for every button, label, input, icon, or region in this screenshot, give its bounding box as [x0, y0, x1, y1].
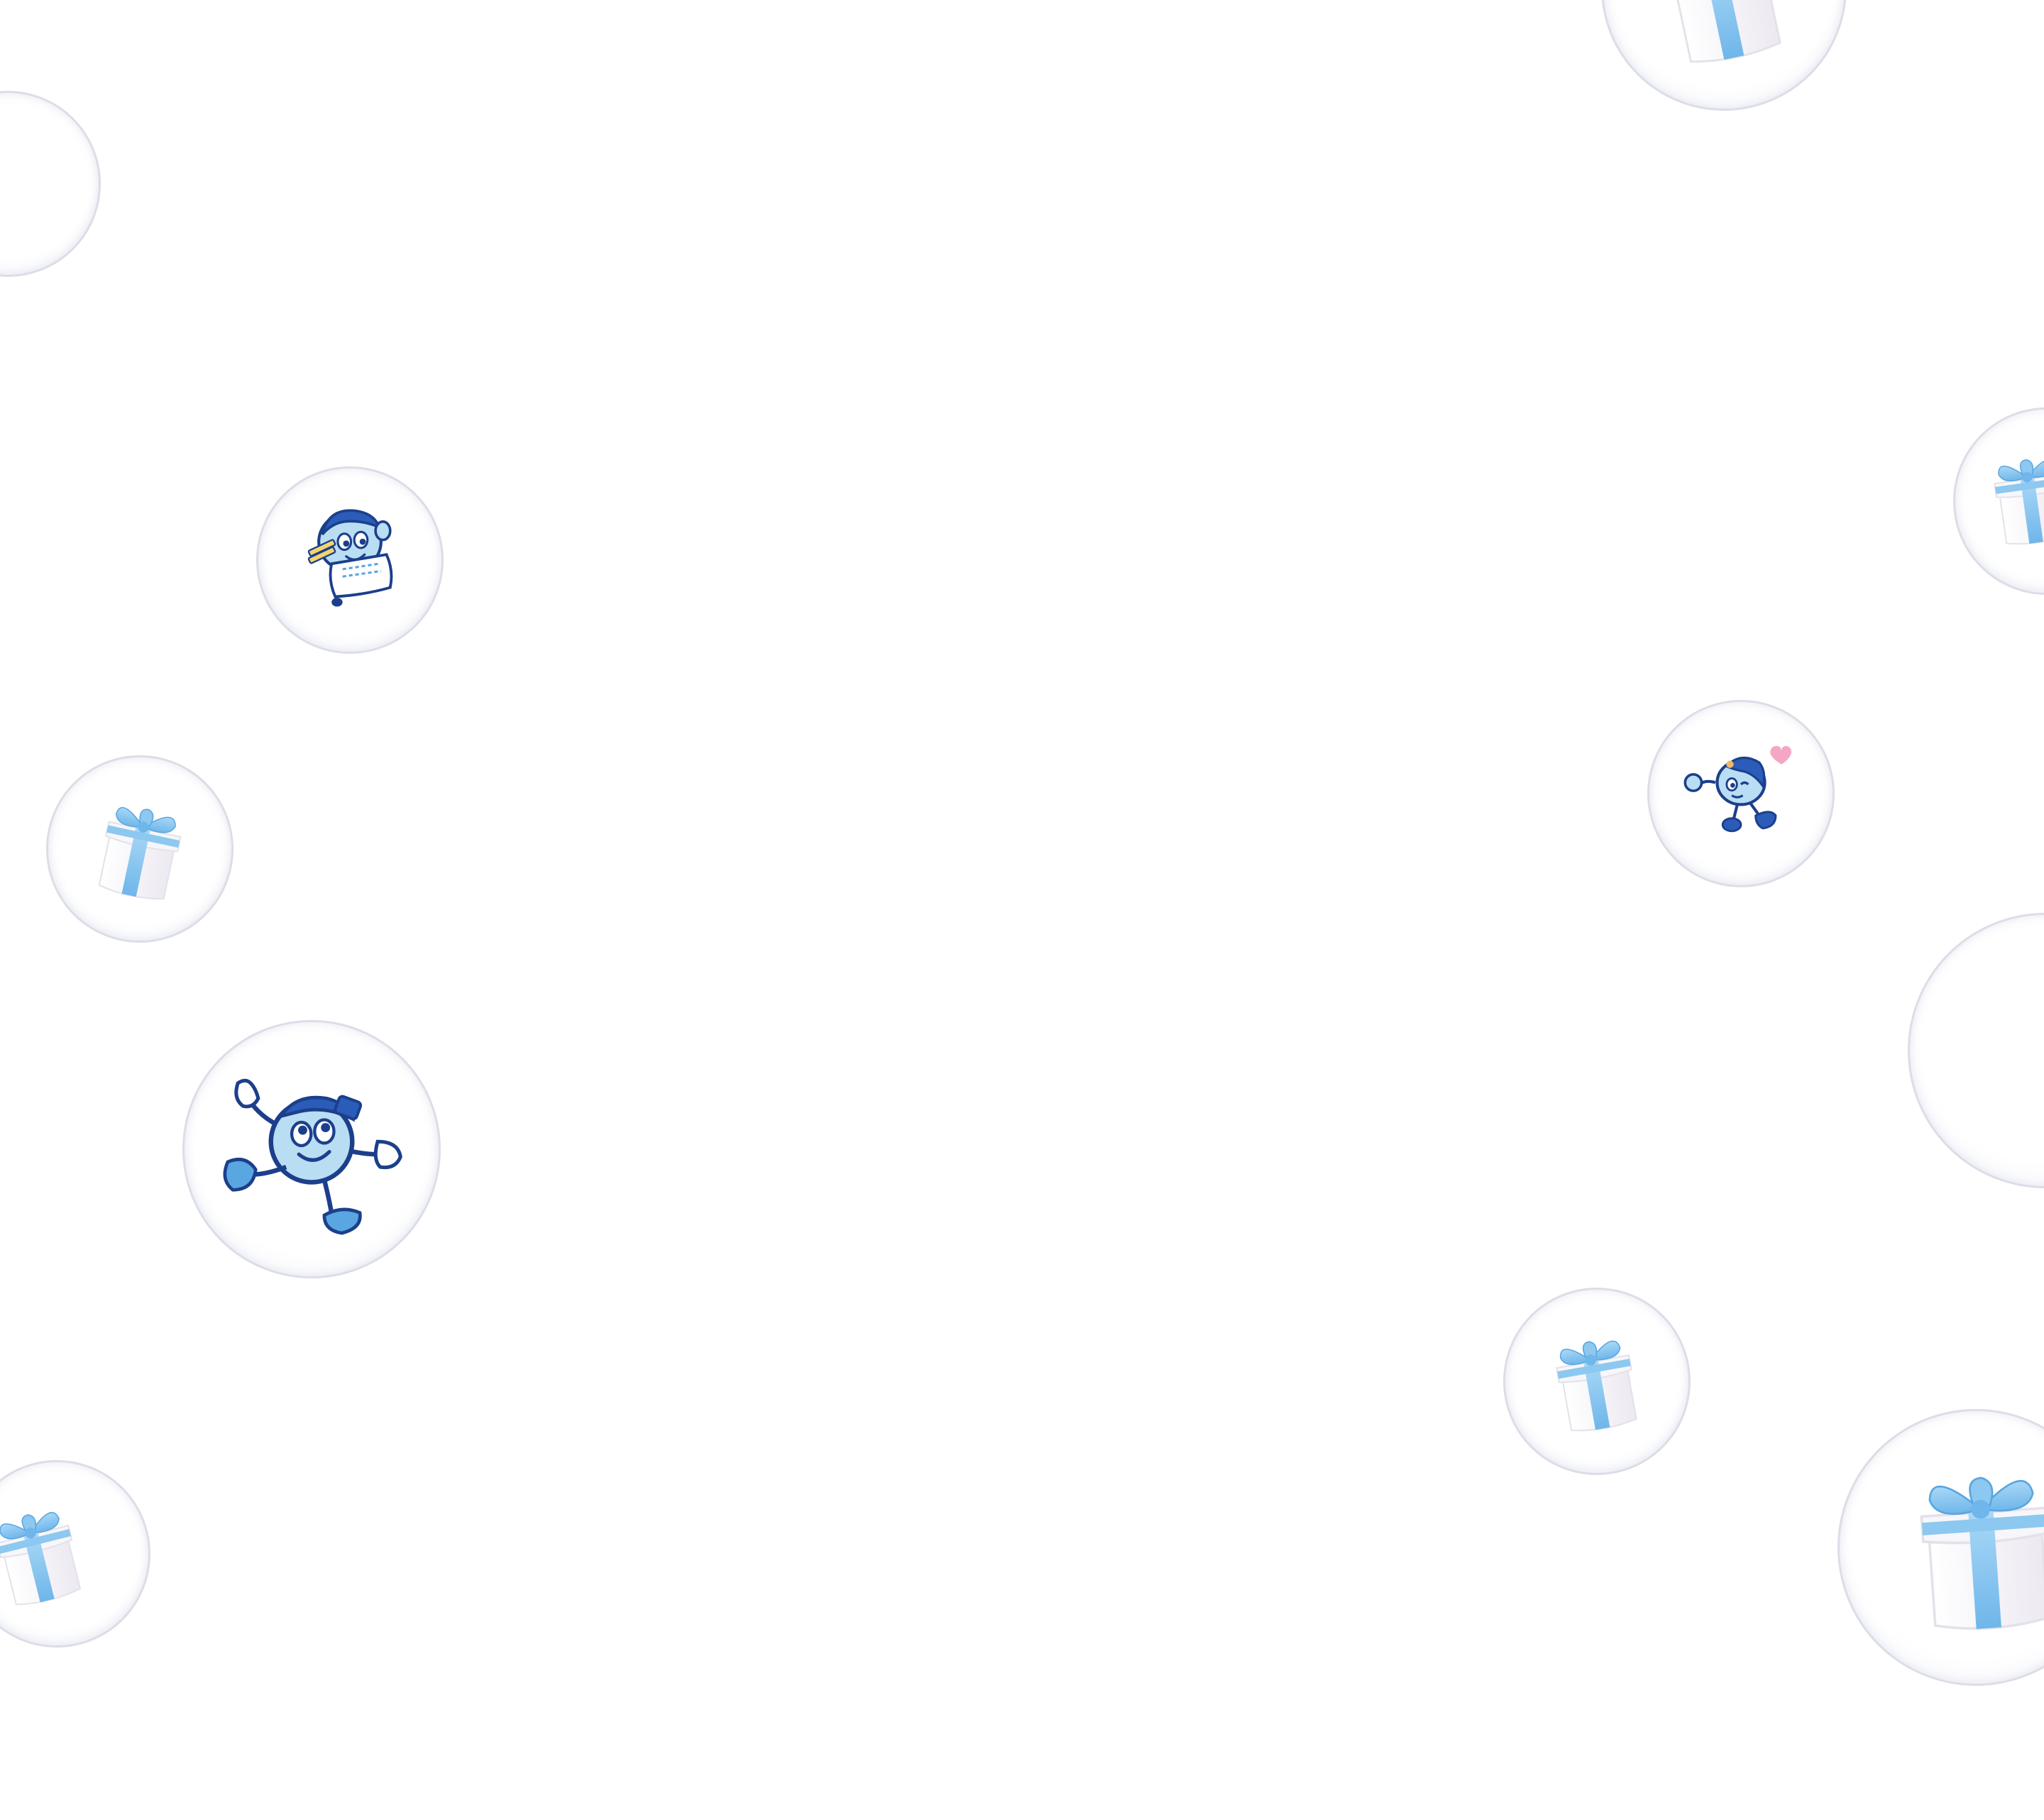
mascot-bubble	[256, 466, 444, 654]
mascot-writing-illustration	[307, 509, 393, 607]
empty-bubble	[1908, 913, 2044, 1188]
mascot-flexing-heart-illustration	[1683, 745, 1792, 833]
gift-box-icon	[1840, 1411, 2044, 1684]
gift-box-icon	[0, 1505, 86, 1611]
gift-bubble	[1953, 407, 2044, 595]
empty-bubble	[0, 91, 101, 277]
gift-bubble	[0, 1460, 150, 1648]
gift-box-icon	[1552, 1334, 1642, 1436]
mascot-bubble	[1647, 700, 1835, 887]
gift-bubble	[1503, 1288, 1691, 1475]
gift-bubble	[46, 755, 233, 943]
gift-box-icon	[94, 801, 186, 904]
gift-bubble	[1601, 0, 1847, 111]
mascot-jumping-illustration	[223, 1078, 402, 1235]
mascot-bubble	[182, 1020, 441, 1278]
gift-box-icon	[1991, 454, 2044, 549]
gift-box-icon	[1660, 0, 1788, 70]
gift-bubble	[1837, 1409, 2044, 1686]
